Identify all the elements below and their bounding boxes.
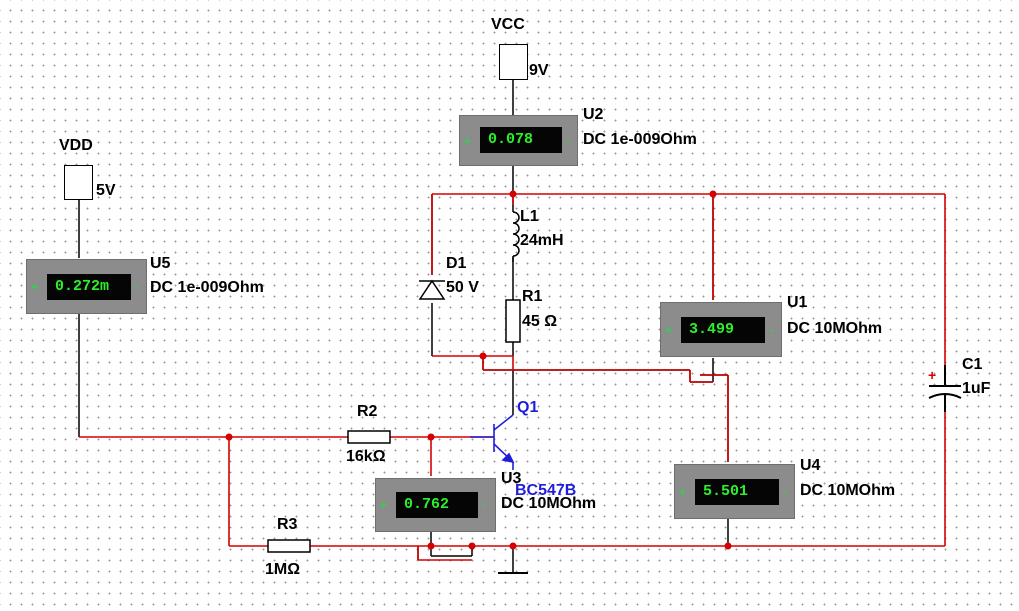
transistor-q1-symbol[interactable] xyxy=(470,414,515,470)
u5-plus: + xyxy=(31,280,39,294)
u4-minus: - xyxy=(783,485,787,499)
c1-ref: C1 xyxy=(962,356,983,373)
capacitor-plus-sign: + xyxy=(928,367,936,383)
resistor-r1-symbol[interactable] xyxy=(505,299,521,343)
vcc-label: VCC xyxy=(491,16,525,33)
r2-value: 16kΩ xyxy=(346,448,386,465)
d1-value: 50 V xyxy=(446,279,479,296)
vdd-source[interactable] xyxy=(64,165,93,200)
diode-d1-symbol[interactable] xyxy=(418,279,446,300)
u3-plus: + xyxy=(380,498,388,512)
u4-mode: DC 10MOhm xyxy=(800,482,896,499)
capacitor-c1-symbol[interactable] xyxy=(928,365,962,412)
multimeter-u1[interactable]: + 3.499 - xyxy=(660,302,782,357)
u3-mode: DC 10MOhm xyxy=(501,495,597,512)
u2-plus: + xyxy=(464,134,472,148)
inductor-l1-symbol xyxy=(512,205,520,262)
multimeter-u2[interactable]: + 0.078 - xyxy=(459,115,578,166)
u1-plus: + xyxy=(665,323,673,337)
vcc-value: 9V xyxy=(529,62,549,79)
u5-mode: DC 1e-009Ohm xyxy=(150,279,264,296)
l1-value: 24mH xyxy=(520,232,564,249)
l1-ref: L1 xyxy=(520,208,539,225)
multimeter-u4[interactable]: + 5.501 - xyxy=(674,464,795,519)
d1-ref: D1 xyxy=(446,255,467,272)
junction-dots xyxy=(225,190,732,550)
u4-ref: U4 xyxy=(800,457,821,474)
u4-display: 5.501 xyxy=(695,479,779,505)
r3-value: 1MΩ xyxy=(265,561,301,578)
resistor-r2-symbol[interactable] xyxy=(347,430,391,444)
r2-ref: R2 xyxy=(357,403,378,420)
u5-ref: U5 xyxy=(150,255,171,272)
vdd-value: 5V xyxy=(96,182,116,199)
r1-ref: R1 xyxy=(522,288,543,305)
u2-ref: U2 xyxy=(583,106,604,123)
u4-plus: + xyxy=(679,485,687,499)
vdd-label: VDD xyxy=(59,137,93,154)
red-wires xyxy=(79,193,946,561)
u5-display: 0.272m xyxy=(47,274,131,300)
vcc-source[interactable] xyxy=(499,44,528,80)
u1-display: 3.499 xyxy=(681,317,765,343)
u1-mode: DC 10MOhm xyxy=(787,320,883,337)
multimeter-u5[interactable]: + 0.272m - xyxy=(26,259,147,314)
u3-minus: - xyxy=(483,498,487,512)
u1-minus: - xyxy=(769,323,773,337)
c1-value: 1uF xyxy=(962,380,991,397)
u3-ref: U3 xyxy=(501,470,522,487)
u1-ref: U1 xyxy=(787,294,808,311)
u2-minus: - xyxy=(566,134,570,148)
u2-mode: DC 1e-009Ohm xyxy=(583,131,697,148)
r1-value: 45 Ω xyxy=(522,313,558,330)
u3-display: 0.762 xyxy=(396,492,478,518)
r3-ref: R3 xyxy=(277,516,298,533)
u5-minus: - xyxy=(135,280,139,294)
q1-part: BC547B xyxy=(515,482,577,499)
multimeter-u3[interactable]: + 0.762 - xyxy=(375,478,496,532)
q1-ref: Q1 xyxy=(517,399,539,416)
u2-display: 0.078 xyxy=(480,127,562,153)
resistor-r3-symbol[interactable] xyxy=(267,539,311,553)
